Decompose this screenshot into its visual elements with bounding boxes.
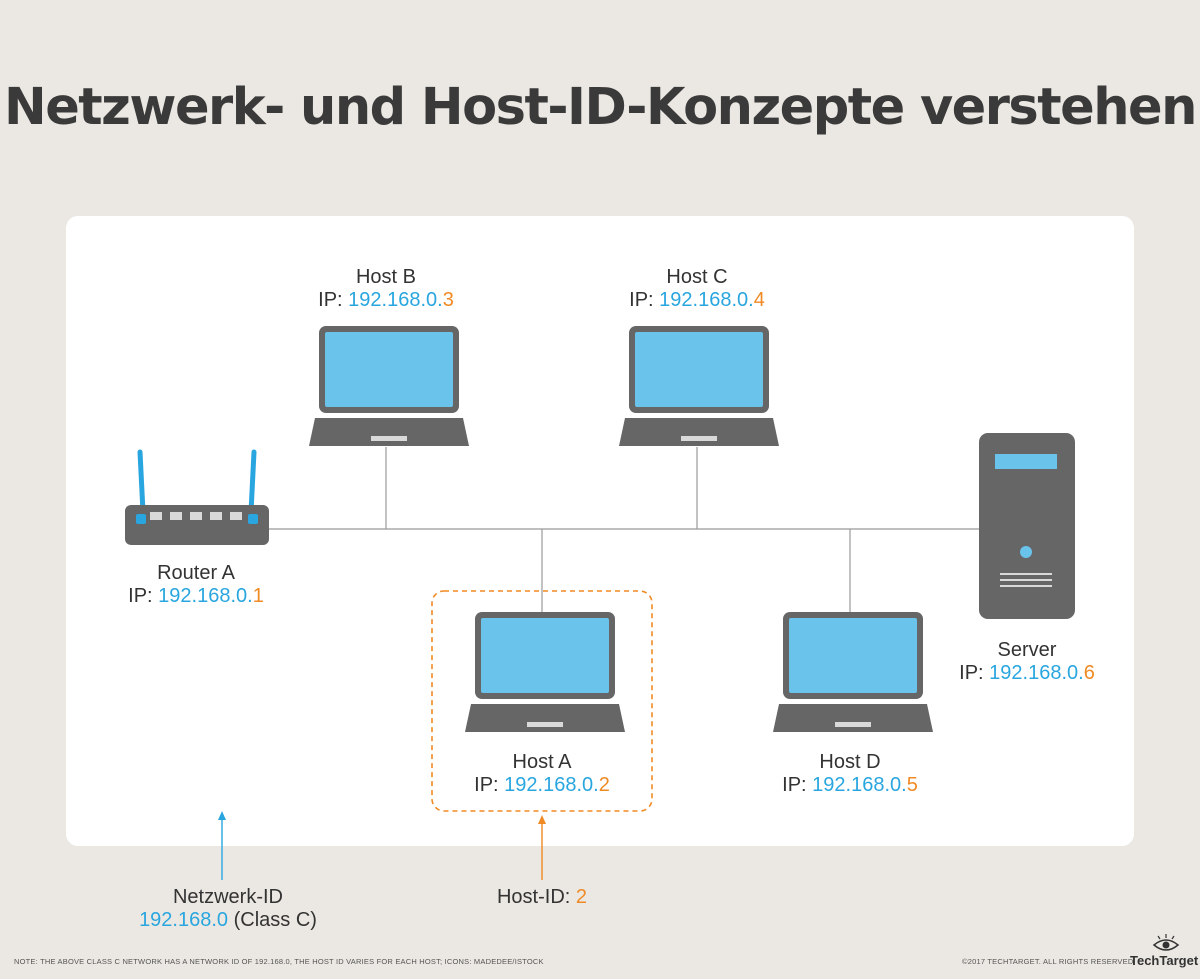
network-id-label: Netzwerk-ID: [172, 886, 283, 908]
brand-name: TechTarget: [1130, 953, 1199, 968]
host-id-callout: Host-ID: 2: [497, 886, 587, 909]
node-label-router-a: Router A IP: 192.168.0.1: [128, 562, 264, 608]
network-id-part: 192.168.0.: [812, 774, 907, 796]
node-ip: IP: 192.168.0.2: [474, 774, 610, 796]
node-name: Host A: [512, 751, 572, 773]
node-name: Host D: [819, 751, 881, 773]
copyright: ©2017 TECHTARGET. ALL RIGHTS RESERVED: [962, 957, 1134, 966]
node-label-host-a: Host A IP: 192.168.0.2: [474, 751, 610, 797]
host-id-arrow: [538, 815, 546, 880]
node-ip: IP: 192.168.0.1: [128, 585, 264, 607]
host-id-part: 4: [753, 289, 765, 311]
host-id-part: 3: [442, 289, 454, 311]
host-id-value: 2: [575, 886, 588, 908]
node-ip: IP: 192.168.0.4: [629, 289, 765, 311]
server-icon: [979, 433, 1075, 619]
network-id-part: 192.168.0.: [659, 289, 754, 311]
laptop-icon: [619, 326, 779, 446]
node-name: Server: [997, 639, 1057, 661]
node-ip: IP: 192.168.0.5: [782, 774, 918, 796]
network-id-part: 192.168.0.: [504, 774, 599, 796]
network-bus: [268, 447, 980, 612]
page-title: Netzwerk- und Host-ID-Konzepte verstehen: [4, 78, 1197, 137]
laptop-icon: [309, 326, 469, 446]
host-id-part: 5: [906, 774, 918, 796]
network-id-callout: Netzwerk-ID 192.168.0 (Class C): [139, 886, 317, 932]
network-id-arrow: [218, 811, 226, 880]
node-label-host-c: Host C IP: 192.168.0.4: [629, 266, 765, 312]
node-label-host-d: Host D IP: 192.168.0.5: [782, 751, 918, 797]
host-id-part: 1: [252, 585, 264, 607]
laptop-icon: [773, 612, 933, 732]
network-class: (Class C): [228, 909, 317, 931]
network-id-part: 192.168.0.: [989, 662, 1084, 684]
node-name: Host B: [355, 266, 417, 288]
host-id-part: 6: [1083, 662, 1095, 684]
node-ip: IP: 192.168.0.6: [959, 662, 1095, 684]
network-id-value: 192.168.0: [139, 909, 229, 931]
node-label-server: Server IP: 192.168.0.6: [959, 639, 1095, 685]
host-id-highlight-box: [431, 590, 653, 812]
techtarget-logo-icon: [1152, 934, 1180, 951]
node-ip: IP: 192.168.0.3: [318, 289, 454, 311]
router-icon: [125, 449, 269, 545]
footnote: NOTE: THE ABOVE CLASS C NETWORK HAS A NE…: [14, 957, 544, 966]
network-id-part: 192.168.0.: [158, 585, 253, 607]
laptop-icon: [465, 612, 625, 732]
network-id-part: 192.168.0.: [348, 289, 443, 311]
node-name: Host C: [666, 266, 728, 288]
host-id-part: 2: [598, 774, 610, 796]
node-name: Router A: [157, 562, 235, 584]
node-label-host-b: Host B IP: 192.168.0.3: [318, 266, 454, 312]
host-id-label: Host-ID:: [496, 886, 576, 908]
